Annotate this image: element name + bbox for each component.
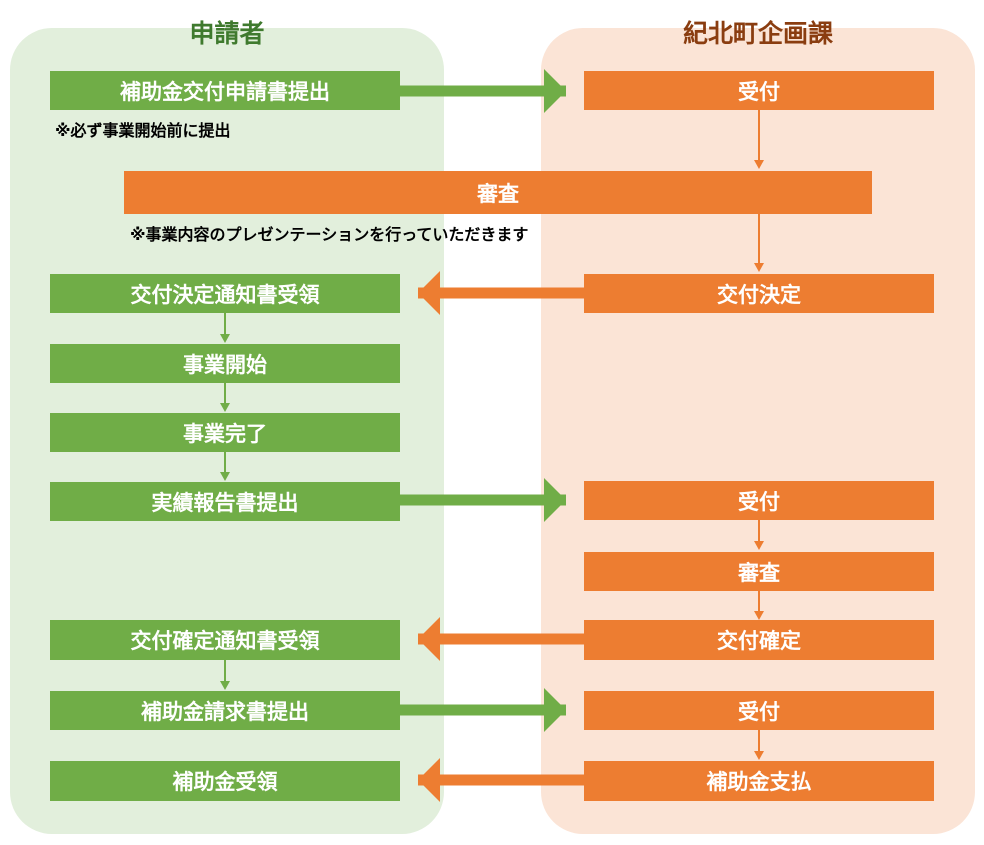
- step-confirm: 交付確定: [584, 620, 934, 660]
- step-accept-2: 受付: [584, 481, 934, 520]
- note-review: ※事業内容のプレゼンテーションを行っていただきます: [130, 225, 529, 244]
- town-lane-title: 紀北町企画課: [682, 19, 833, 48]
- step-review-2: 審査: [584, 552, 934, 591]
- step-review-1: 審査: [124, 171, 872, 214]
- step-complete: 事業完了: [50, 413, 400, 452]
- step-decision-receive: 交付決定通知書受領: [50, 274, 400, 313]
- step-accept-1: 受付: [584, 71, 934, 110]
- step-decision: 交付決定: [584, 274, 934, 313]
- step-start: 事業開始: [50, 344, 400, 383]
- step-claim: 補助金請求書提出: [50, 691, 400, 730]
- step-receive: 補助金受領: [50, 761, 400, 801]
- note-apply: ※必ず事業開始前に提出: [55, 121, 231, 140]
- step-pay: 補助金支払: [584, 761, 934, 801]
- step-confirm-receive: 交付確定通知書受領: [50, 620, 400, 660]
- step-accept-3: 受付: [584, 691, 934, 730]
- step-apply: 補助金交付申請書提出: [50, 71, 400, 110]
- applicant-lane-title: 申請者: [189, 19, 265, 48]
- step-report: 実績報告書提出: [50, 482, 400, 521]
